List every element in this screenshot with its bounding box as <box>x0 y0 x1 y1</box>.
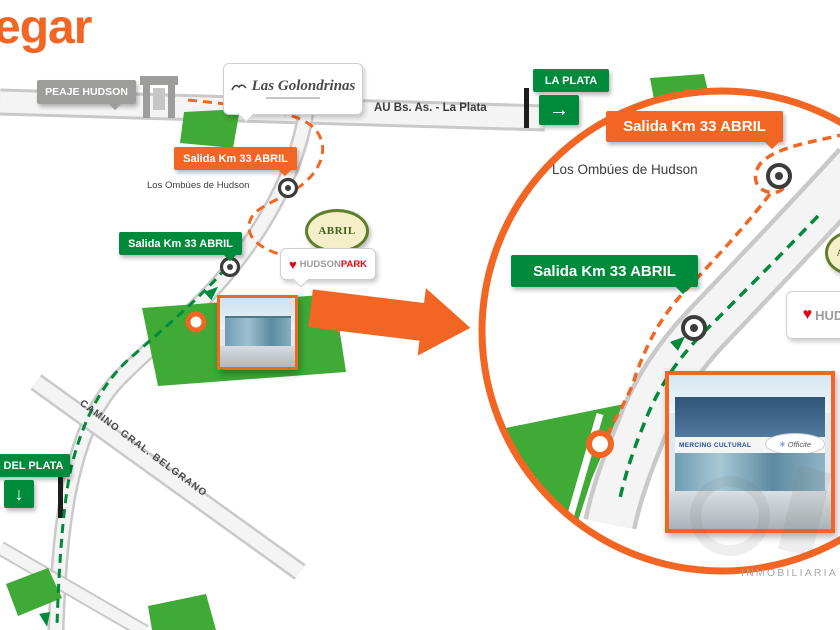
exit-marker-orange <box>277 177 299 199</box>
highway-label: AU Bs. As. - La Plata <box>374 102 487 114</box>
zoom-heart-icon: ♥ <box>802 306 813 323</box>
parcel-bottom-2 <box>148 594 216 630</box>
property-photo-small <box>217 295 298 370</box>
la-plata-sign-post <box>524 88 529 128</box>
heart-icon: ♥ <box>288 256 297 272</box>
zoom-route-orange-loop <box>753 132 840 195</box>
abril-label: ABRIL <box>318 225 356 237</box>
zoom-salida-green-label: Salida Km 33 ABRIL <box>533 262 676 280</box>
zoom-salida-orange-label: Salida Km 33 ABRIL <box>623 118 766 135</box>
property-ring-marker <box>185 311 207 333</box>
zoom-salida-green-sign: Salida Km 33 ABRIL <box>511 255 698 295</box>
salida-km33-green-sign: Salida Km 33 ABRIL <box>119 232 242 262</box>
watermark-ring-shape <box>690 476 770 556</box>
watermark-caption: INMOBILIARIA <box>741 567 838 579</box>
zoom-property-ring-marker <box>586 430 614 458</box>
zoom-hudson-label: HUD <box>815 307 840 323</box>
hudson-park-sign: ♥ HUDSON PARK <box>280 248 376 288</box>
la-plata-arrow-sign: → <box>539 95 579 125</box>
las-golondrinas-sign: Las Golondrinas <box>223 63 363 123</box>
la-plata-sign: LA PLATA <box>533 69 609 92</box>
roads <box>0 88 546 630</box>
zoom-route-green-dashed <box>618 214 820 499</box>
zoom-photo-sign-label: MERCING CULTURAL <box>679 441 752 449</box>
abril-logo: ABRIL <box>305 209 369 253</box>
route-green-arrowhead-down-icon <box>39 612 50 627</box>
mar-del-plata-sign-post <box>58 466 63 518</box>
asterisk-icon: ✳ <box>778 439 786 449</box>
zoom-hudson-park-sign: ♥ HUD <box>786 291 840 339</box>
parcel-golondrinas <box>180 109 240 148</box>
zoom-ombues-label: Los Ombúes de Hudson <box>552 162 698 177</box>
bird-icon <box>230 83 247 90</box>
zoom-route-orange-dashed <box>604 192 772 441</box>
mar-del-plata-arrow-sign: ↓ <box>4 480 34 508</box>
ombues-label: Los Ombúes de Hudson <box>147 180 250 191</box>
peaje-hudson-label: PEAJE HUDSON <box>45 86 128 98</box>
route-orange-dashed <box>187 98 325 261</box>
las-golondrinas-row: Las Golondrinas <box>230 78 356 94</box>
salida-green-label: Salida Km 33 ABRIL <box>128 237 233 250</box>
parcel-bottom-1 <box>6 568 62 616</box>
hudson-park-label-1: HUDSON <box>299 258 341 270</box>
arrow-down-icon: ↓ <box>14 483 24 504</box>
arrow-right-icon: → <box>549 98 569 121</box>
toll-booth-icon <box>140 76 178 118</box>
mar-del-plata-sign: R DEL PLATA <box>0 454 70 477</box>
route-green-arrowhead-icon <box>204 286 219 301</box>
zoom-salida-orange-sign: Salida Km 33 ABRIL <box>606 111 783 150</box>
photo-building <box>224 315 291 349</box>
zoom-route-green-arrowhead-icon <box>670 336 686 351</box>
las-golondrinas-label: Las Golondrinas <box>251 78 356 94</box>
zoom-arrow-icon <box>308 288 471 356</box>
las-golondrinas-subtext <box>266 97 320 99</box>
zoom-exit-marker-green <box>681 315 707 341</box>
hudson-park-label-2: PARK <box>340 258 368 270</box>
mar-del-plata-label: R DEL PLATA <box>0 459 64 472</box>
zoom-photo-oval-label: Officite <box>787 439 812 449</box>
zoom-abril-label: ABRIL <box>836 248 840 258</box>
peaje-hudson-sign: PEAJE HUDSON <box>37 80 136 111</box>
page-title: egar <box>0 1 92 54</box>
zoom-exit-marker-orange <box>766 163 792 189</box>
watermark-bar-shape <box>778 465 832 557</box>
salida-km33-orange-sign: Salida Km 33 ABRIL <box>174 147 297 177</box>
route-green-dashed <box>55 267 228 627</box>
photo-ground <box>220 346 295 367</box>
watermark-logo <box>690 465 832 562</box>
zoom-photo-oval-sign: ✳ Officite <box>765 433 825 455</box>
salida-orange-label: Salida Km 33 ABRIL <box>183 152 288 165</box>
zoom-circle-border <box>478 87 840 575</box>
la-plata-label: LA PLATA <box>544 74 598 87</box>
zoom-photo-glass-top <box>675 397 825 437</box>
